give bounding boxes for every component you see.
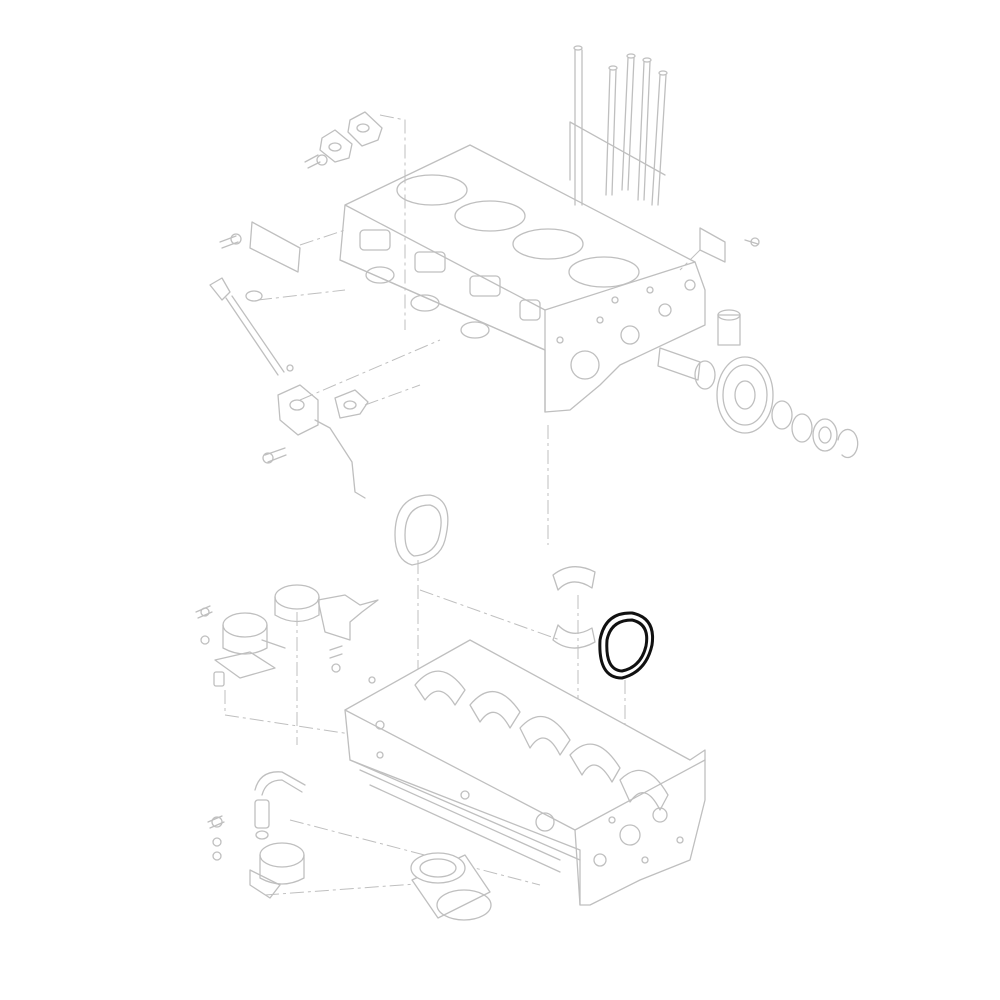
fuel-feed-pump [195,605,286,687]
oil-filter [410,812,555,921]
breather-pipe [254,771,306,840]
oil-sender-unit [262,384,369,499]
assembly-leader-lines [224,114,701,896]
crankcase [344,639,706,906]
oil-strainer-cover [274,584,379,684]
timing-gear-assembly [657,309,859,459]
dipstick [209,277,294,376]
cylinder-head [339,144,706,413]
crankshaft-rear-oil-seal-ring [598,611,655,680]
water-pump-unit [207,815,305,899]
main-bearing-shells [552,566,596,649]
head-studs [569,45,668,206]
top-cover-plates [219,111,760,273]
crankshaft-thrust-washer [394,494,449,566]
